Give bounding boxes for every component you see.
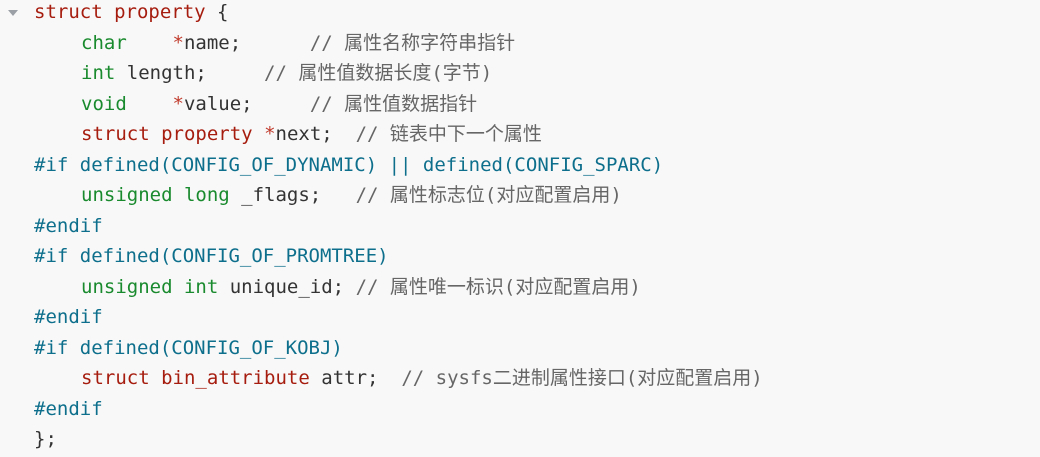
code-line: unsigned long _flags; // 属性标志位(对应配置启用)	[34, 183, 763, 214]
spacer	[378, 367, 401, 389]
code-line: int length; // 属性值数据长度(字节)	[34, 61, 763, 92]
field-name: _flags;	[229, 184, 322, 206]
code-line: };	[34, 427, 763, 457]
keyword: struct	[34, 1, 103, 23]
spacer	[253, 93, 310, 115]
spacer	[333, 123, 356, 145]
comment: // 属性标志位(对应配置启用)	[355, 184, 622, 206]
code-line: #endif	[34, 214, 763, 245]
closing-brace: };	[34, 428, 57, 450]
type: int	[81, 62, 116, 84]
chevron-down-icon[interactable]	[6, 6, 20, 20]
spacer	[127, 32, 173, 54]
code-line: char *name; // 属性名称字符串指针	[34, 31, 763, 62]
field-name: length;	[115, 62, 207, 84]
struct-name: property	[114, 1, 206, 23]
comment: // sysfs二进制属性接口(对应配置启用)	[401, 367, 763, 389]
spacer	[321, 184, 355, 206]
comment: // 属性唯一标识(对应配置启用)	[355, 275, 641, 298]
field-name: value;	[183, 92, 253, 115]
preprocessor-directive: #if defined(CONFIG_OF_KOBJ)	[34, 336, 343, 359]
preprocessor-directive: #endif	[34, 397, 103, 420]
struct-name: bin_attribute	[161, 367, 310, 389]
type: void	[81, 92, 127, 115]
code-line: struct property {	[34, 0, 763, 31]
type: unsigned long	[81, 184, 230, 206]
struct-name: property	[161, 123, 253, 145]
comment: // 属性名称字符串指针	[309, 31, 516, 54]
comment: // 链表中下一个属性	[355, 123, 542, 145]
keyword: struct	[81, 367, 150, 389]
spacer	[344, 276, 355, 298]
spacer	[127, 93, 173, 115]
pointer-star: *	[172, 31, 184, 54]
preprocessor-directive: #if defined(CONFIG_OF_PROMTREE)	[34, 245, 389, 267]
code-line: #endif	[34, 305, 763, 336]
keyword: struct	[81, 123, 150, 145]
code-line: #if defined(CONFIG_OF_PROMTREE)	[34, 244, 763, 275]
field-name: unique_id;	[218, 275, 345, 298]
code-line: void *value; // 属性值数据指针	[34, 92, 763, 123]
pointer-star: *	[264, 123, 276, 145]
preprocessor-directive: #endif	[34, 214, 103, 237]
comment: // 属性值数据长度(字节)	[264, 62, 493, 84]
field-name: next;	[275, 123, 333, 145]
field-name: attr;	[309, 367, 379, 389]
code-line: struct bin_attribute attr; // sysfs二进制属性…	[34, 366, 763, 397]
brace: {	[205, 1, 229, 23]
type: unsigned int	[81, 275, 219, 298]
preprocessor-directive: #if defined(CONFIG_OF_DYNAMIC) || define…	[34, 153, 664, 176]
preprocessor-directive: #endif	[34, 306, 103, 328]
spacer	[241, 32, 310, 54]
spacer	[207, 62, 264, 84]
code-line: #if defined(CONFIG_OF_KOBJ)	[34, 336, 763, 367]
code-line: #endif	[34, 397, 763, 428]
code-line: unsigned int unique_id; // 属性唯一标识(对应配置启用…	[34, 275, 763, 306]
type: char	[81, 31, 127, 54]
code-line: struct property *next; // 链表中下一个属性	[34, 122, 763, 153]
code-lines: struct property { char *name; // 属性名称字符串…	[34, 0, 763, 457]
code-line: #if defined(CONFIG_OF_DYNAMIC) || define…	[34, 153, 763, 184]
pointer-star: *	[172, 92, 184, 115]
comment: // 属性值数据指针	[309, 92, 478, 115]
field-name: name;	[183, 31, 242, 54]
